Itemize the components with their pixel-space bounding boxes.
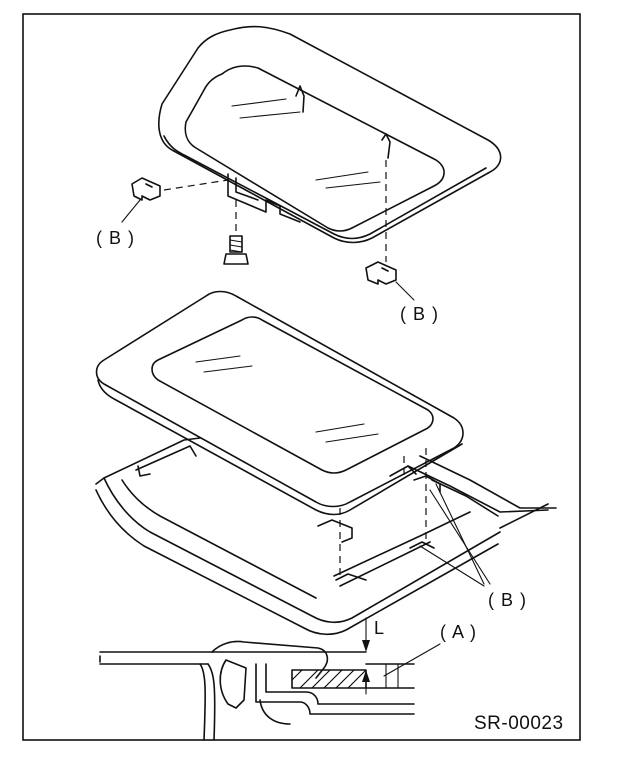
figure-frame (22, 13, 581, 741)
leader-b-right (395, 281, 415, 301)
dimension-l-marker (362, 617, 370, 695)
clip-b-left (131, 177, 161, 201)
leader-b-lower-1 (435, 483, 485, 585)
label-clip-b-lower: ( B ) (488, 590, 527, 610)
leader-a (383, 643, 441, 677)
leader-b-lower-3 (419, 545, 485, 587)
label-part-a: ( A ) (440, 622, 477, 642)
cross-section-detail (99, 640, 415, 741)
label-clip-b-left: ( B ) (96, 228, 135, 248)
label-clip-b-right: ( B ) (400, 304, 439, 324)
clip-b-right (365, 261, 397, 285)
lower-glass-panel (95, 290, 464, 516)
bolt-icon (223, 200, 249, 265)
clip-b-lower-4 (409, 541, 435, 549)
upper-panel-bracket (227, 173, 301, 223)
leader-b-left (121, 199, 141, 223)
guide-line-left (163, 179, 229, 191)
clip-b-lower-1 (317, 519, 353, 543)
figure-id: SR-00023 (474, 713, 564, 734)
leader-b-lower-2 (429, 489, 491, 585)
label-dimension-l: L (374, 618, 385, 638)
roof-frame (95, 437, 557, 636)
clip-b-lower-3 (413, 475, 441, 493)
clip-b-lower-2 (335, 573, 367, 581)
upper-glass-panel (158, 25, 502, 244)
